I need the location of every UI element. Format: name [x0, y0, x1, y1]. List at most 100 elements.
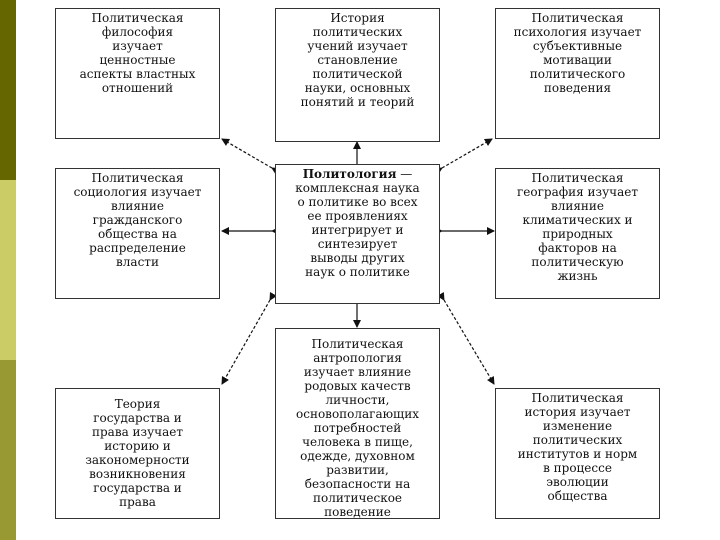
box-line: жизнь	[557, 269, 598, 283]
box-line: Политическая	[311, 337, 404, 351]
box-line: ценностные	[99, 53, 176, 67]
arrow-top-right	[433, 138, 493, 175]
box-line: права изучает	[92, 425, 183, 439]
box-line: субъективные	[532, 39, 623, 53]
box-line: выводы других	[310, 251, 405, 265]
box-line: историю и	[104, 439, 171, 453]
slide-decoration-bar	[0, 0, 16, 540]
box-line: понятий и теорий	[300, 95, 415, 109]
box-line: влияние	[110, 199, 165, 213]
box-line: изучает	[112, 39, 163, 53]
box-line: развитии,	[326, 463, 389, 477]
box-line: наук о политике	[305, 265, 410, 279]
box-line: Политическая	[91, 11, 184, 25]
bar-segment-light	[0, 180, 16, 360]
box-line: интегрирует и	[311, 223, 404, 237]
box-line: общества на	[98, 227, 177, 241]
box-line: эволюции	[546, 475, 609, 489]
box-line: Теория	[114, 397, 161, 411]
box-line: поведение	[324, 505, 391, 519]
box-line: основополагающих	[296, 407, 419, 421]
box-line: ее проявлениях	[307, 209, 408, 223]
box-line: личности,	[325, 393, 390, 407]
box-line: науки, основных	[304, 81, 411, 95]
box-line: общества	[547, 489, 608, 503]
box-line: власти	[116, 255, 159, 269]
arrow-bottom-right	[436, 291, 495, 385]
box-line: государства и	[93, 481, 182, 495]
box-line: политического	[529, 67, 626, 81]
box-line: антропология	[313, 351, 402, 365]
box-line: Политическая	[531, 11, 624, 25]
box-line: одежде, духовном	[300, 449, 415, 463]
box-line: политической	[312, 67, 403, 81]
box-line: Политическая	[531, 171, 624, 185]
box-line: комплексная наука	[295, 181, 420, 195]
center-title-suffix: —	[396, 167, 413, 181]
box-line: возникновения	[89, 467, 186, 481]
box-line: родовых качеств	[304, 379, 411, 393]
box-line: становление	[317, 53, 398, 67]
box-line: климатических и	[522, 213, 633, 227]
box-line: распределение	[89, 241, 186, 255]
bar-segment-mid	[0, 360, 16, 540]
bar-segment-dark	[0, 0, 16, 180]
box-line: гражданского	[92, 213, 183, 227]
box-line: история изучает	[524, 405, 631, 419]
box-line: политическую	[531, 255, 624, 269]
box-line: политических	[312, 25, 403, 39]
box-line: природных	[542, 227, 613, 241]
box-line: мотивации	[543, 53, 612, 67]
box-line: безопасности на	[304, 477, 411, 491]
box-line: История	[330, 11, 385, 25]
center-title: Политология	[302, 167, 397, 181]
box-line: изменение	[542, 419, 613, 433]
box-line: поведения	[543, 81, 612, 95]
box-line: потребностей	[313, 421, 402, 435]
box-line: синтезирует	[317, 237, 398, 251]
box-line: закономерности	[85, 453, 190, 467]
box-line: отношений	[101, 81, 174, 95]
box-line: институтов и норм	[517, 447, 638, 461]
box-line: философия	[101, 25, 174, 39]
box-line: Политическая	[91, 171, 184, 185]
box-line: психология изучает	[513, 25, 642, 39]
box-line: изучает влияние	[303, 365, 412, 379]
box-line: аспекты властных	[79, 67, 196, 81]
box-line: Политическая	[531, 391, 624, 405]
box-line: география изучает	[517, 185, 638, 199]
box-line: политических	[532, 433, 623, 447]
box-line: политическое	[312, 491, 403, 505]
box-line: социология изучает	[73, 185, 202, 199]
box-line: человека в пище,	[302, 435, 413, 449]
arrow-top-left	[221, 138, 281, 175]
box-line: права	[119, 495, 156, 509]
box-line: о политике во всех	[297, 195, 418, 209]
box-line: в процессе	[543, 461, 612, 475]
box-line: государства и	[93, 411, 182, 425]
arrow-bottom-left	[221, 291, 277, 385]
box-line: факторов на	[538, 241, 617, 255]
box-line: влияние	[550, 199, 605, 213]
box-line: учений изучает	[307, 39, 408, 53]
